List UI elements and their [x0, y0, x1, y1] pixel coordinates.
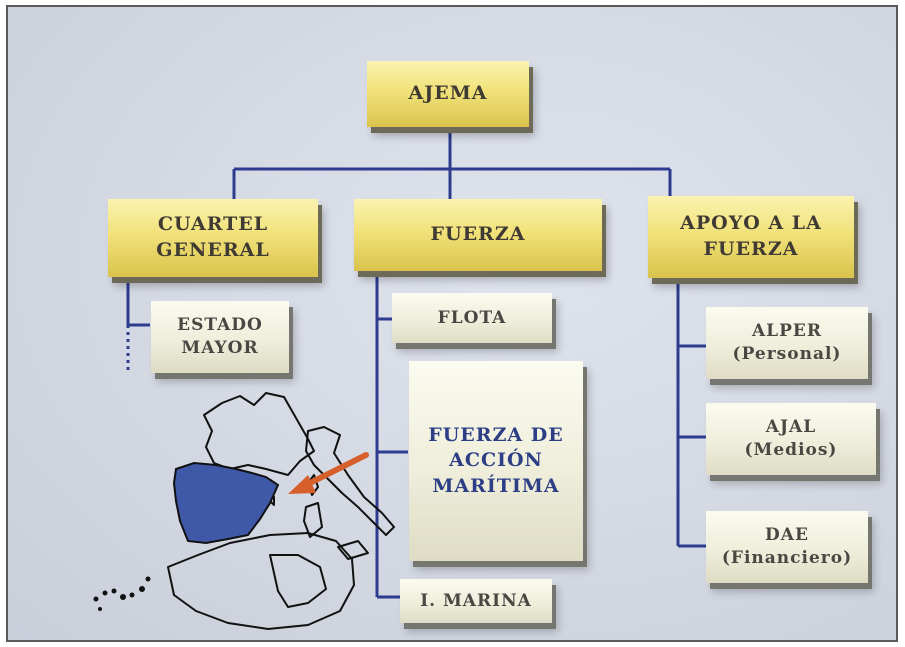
pointer-arrow-icon — [288, 452, 369, 494]
ajema-box: AJEMA — [367, 61, 529, 127]
fuerza-label: FUERZA — [430, 223, 526, 246]
canary-islands — [93, 576, 151, 611]
fuerza-accion-maritima-label: FUERZA DE ACCIÓN MARÍTIMA — [428, 423, 564, 497]
connector-lines — [126, 131, 706, 599]
infanteria-marina-box: I. MARINA — [400, 579, 552, 623]
dae-box: DAE (Financiero) — [706, 511, 868, 583]
spain-region — [172, 461, 280, 545]
apoyo-fuerza-box: APOYO A LA FUERZA — [648, 196, 854, 278]
dae-label: DAE (Financiero) — [721, 525, 853, 568]
ajal-box: AJAL (Medios) — [706, 403, 876, 475]
map-western-mediterranean-icon — [93, 392, 395, 630]
ajema-label: AJEMA — [408, 82, 488, 105]
infanteria-marina-label: I. MARINA — [420, 590, 532, 611]
fuerza-accion-maritima-box: FUERZA DE ACCIÓN MARÍTIMA — [409, 361, 583, 561]
fuerza-box: FUERZA — [354, 199, 602, 271]
ajal-label: AJAL (Medios) — [744, 417, 838, 460]
alper-label: ALPER (Personal) — [732, 321, 842, 364]
org-chart-panel: AJEMA CUARTEL GENERAL FUERZA APOYO A LA … — [6, 5, 898, 642]
estado-mayor-box: ESTADO MAYOR — [151, 301, 289, 373]
apoyo-fuerza-label: APOYO A LA FUERZA — [680, 212, 822, 260]
cuartel-general-label: CUARTEL GENERAL — [156, 213, 270, 261]
cuartel-general-box: CUARTEL GENERAL — [108, 199, 318, 277]
estado-mayor-label: ESTADO MAYOR — [177, 315, 263, 358]
flota-label: FLOTA — [437, 307, 507, 328]
alper-box: ALPER (Personal) — [706, 307, 868, 379]
flota-box: FLOTA — [392, 293, 552, 343]
